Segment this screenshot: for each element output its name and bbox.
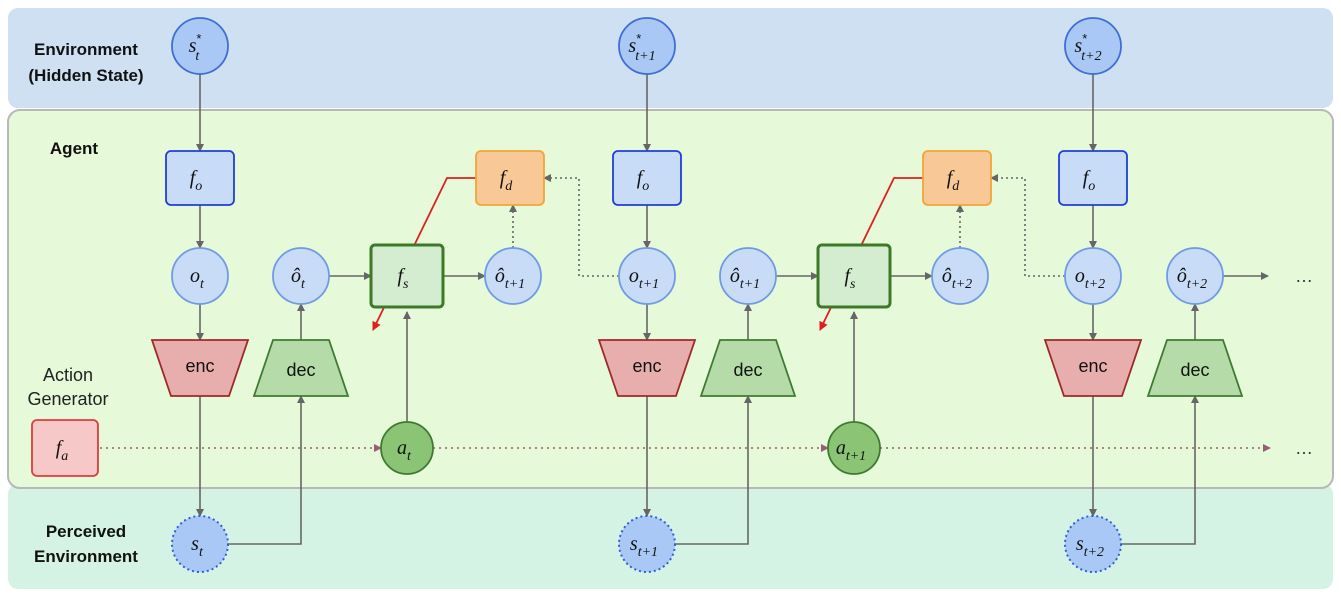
decoder-label: dec [286,360,315,380]
perceived-state-label: st [191,533,204,560]
action-generator-function-box [31,419,99,477]
action-node [827,421,881,475]
environment-label: Environment [34,40,138,59]
prediction-ellipsis: … [1295,266,1313,286]
observer-function-box [1058,150,1128,206]
prediction-node [1166,247,1224,305]
perceived-to-decoder-arrow [675,395,752,545]
perceived-label: Perceived [46,522,126,541]
dynamics-function-label: fd [500,167,514,194]
observation-to-dynamics-dotted-arrow [543,174,619,277]
prediction-node [272,247,330,305]
action-label: at+1 [836,437,866,464]
perceived-environment-label: Environment [34,547,138,566]
next-prediction-node [484,247,542,305]
hidden-state-label: (Hidden State) [28,66,143,85]
state-model-function-box [816,243,892,309]
next-prediction-node [931,247,989,305]
prediction-label: ôt+1 [730,265,760,292]
observation-label: ot [190,265,205,292]
prediction-label: ôt [291,265,306,292]
encoder-block [150,339,250,397]
action-label: at [397,437,412,464]
perceived-state-node [1064,515,1122,573]
prediction-label: ôt+2 [1177,265,1207,292]
hidden-state-label: s*t+1 [628,31,655,64]
observation-to-dynamics-dotted-arrow [990,174,1065,277]
observer-function-label: fo [637,167,650,194]
hidden-state-node [1064,17,1122,75]
observer-function-label: fo [190,167,203,194]
hidden-state-label: s*t [189,31,202,64]
perceived-state-label: st+1 [630,533,658,560]
observation-node [171,247,229,305]
encoder-label: enc [1078,356,1107,376]
state-model-function-box [369,243,445,309]
perceived-to-decoder-arrow [228,395,305,545]
prediction-node [719,247,777,305]
hidden-state-node [171,17,229,75]
state-model-function-label: fs [844,265,856,292]
decoder-label: dec [1180,360,1209,380]
action-label: Action [43,365,93,385]
nodes: s*t fo ot enc dec ôt st fd fs ôt+1 at s*t+1 fo ot+1 en… [31,17,1313,573]
decoder-label: dec [733,360,762,380]
observation-label: ot+1 [629,265,659,292]
hidden-state-node [618,17,676,75]
encoder-label: enc [185,356,214,376]
perceived-state-label: st+2 [1076,533,1104,560]
encoder-label: enc [632,356,661,376]
dynamics-function-label: fd [947,167,961,194]
encoder-block [1043,339,1143,397]
decoder-block [699,339,797,397]
agent-label: Agent [50,139,99,158]
observation-node [1064,247,1122,305]
perceived-to-decoder-arrow [1121,395,1199,545]
next-prediction-label: ôt+2 [942,265,972,292]
perceived-state-node [171,515,229,573]
decoder-block [252,339,350,397]
dynamics-function-box [475,150,545,206]
hidden-state-label: s*t+2 [1074,31,1101,64]
state-model-function-label: fs [397,265,409,292]
action-generator-function-label: fa [56,437,69,464]
observation-node [618,247,676,305]
decoder-block [1146,339,1244,397]
perceived-state-node [618,515,676,573]
encoder-block [597,339,697,397]
next-prediction-label: ôt+1 [495,265,525,292]
observer-function-label: fo [1083,167,1096,194]
action-node [380,421,434,475]
action-ellipsis: … [1295,438,1313,458]
dynamics-function-box [922,150,992,206]
observation-label: ot+2 [1075,265,1105,292]
observer-function-box [165,150,235,206]
generator-label: Generator [27,389,108,409]
observer-function-box [612,150,682,206]
